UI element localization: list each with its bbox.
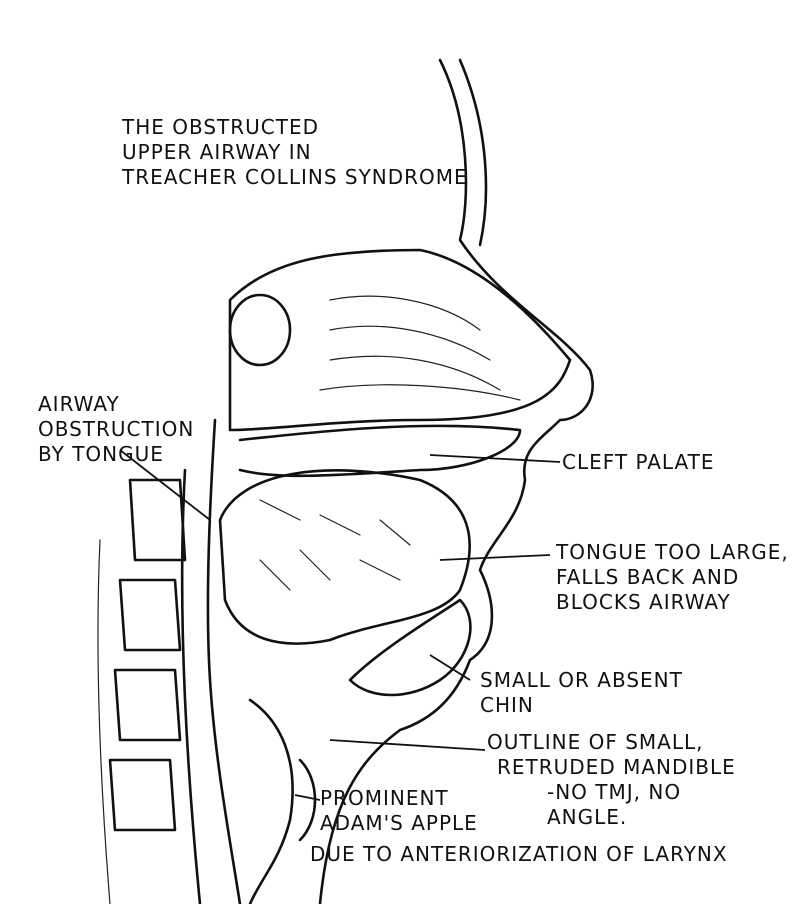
larynx [248, 698, 317, 904]
palate [238, 424, 522, 478]
label-line: ADAM'S APPLE [320, 811, 478, 835]
label-line: DUE TO ANTERIORIZATION OF LARYNX [310, 842, 728, 866]
title-line: THE OBSTRUCTED [122, 115, 320, 139]
cervical-spine [108, 478, 187, 832]
label-line: OUTLINE OF SMALL, [487, 730, 704, 754]
label-line: OBSTRUCTION [38, 417, 195, 441]
label-cleft-palate: CLEFT PALATE [562, 450, 715, 474]
orbit [228, 293, 292, 367]
label-line: PROMINENT [320, 786, 449, 810]
label-line: TONGUE TOO LARGE, [556, 540, 789, 564]
label-line: BLOCKS AIRWAY [556, 590, 731, 614]
label-line: BY TONGUE [38, 442, 164, 466]
label-line: -NO TMJ, NO [547, 780, 682, 804]
label-line: ANGLE. [547, 805, 628, 829]
mandible [348, 598, 472, 697]
face-profile [318, 58, 594, 904]
label-line: RETRUDED MANDIBLE [497, 755, 736, 779]
label-line: AIRWAY [38, 392, 120, 416]
tongue [218, 469, 471, 645]
nasal-cavity [228, 248, 572, 432]
title-line: TREACHER COLLINS SYNDROME [122, 165, 468, 189]
label-line: FALLS BACK AND [556, 565, 740, 589]
title-line: UPPER AIRWAY IN [122, 140, 312, 164]
pharynx-wall [206, 418, 242, 904]
label-line: CHIN [480, 693, 534, 717]
label-mandible: OUTLINE OF SMALL,RETRUDED MANDIBLE-NO TM… [487, 730, 736, 830]
label-line: SMALL OR ABSENT [480, 668, 683, 692]
